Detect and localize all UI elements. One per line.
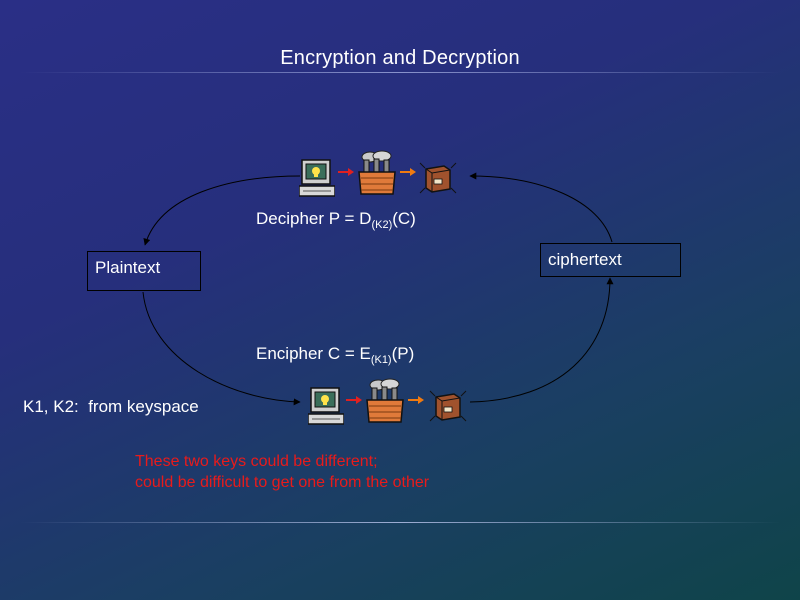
- plaintext-label: Plaintext: [95, 258, 161, 277]
- box-icon: [429, 390, 467, 422]
- title-divider: [20, 72, 780, 73]
- box-icon: [419, 162, 457, 194]
- decipher-formula: Decipher P = D(K2)(C): [256, 209, 416, 231]
- ciphertext-box: ciphertext: [540, 243, 681, 277]
- encipher-arc-left: [142, 291, 301, 406]
- orange-arrow-icon: [408, 396, 424, 404]
- decipher-key-subscript: (K2): [371, 219, 393, 231]
- warning-line-2: could be difficult to get one from the o…: [135, 474, 430, 491]
- orange-arrow-icon: [400, 168, 416, 176]
- encipher-prefix: Encipher C = E: [256, 344, 371, 363]
- red-arrow-icon: [346, 396, 362, 404]
- factory-icon: [358, 150, 396, 195]
- bottom-divider: [20, 522, 780, 523]
- encipher-formula: Encipher C = E(K1)(P): [256, 344, 414, 366]
- red-arrow-icon: [338, 168, 354, 176]
- decipher-arc-right: [469, 172, 613, 243]
- decipher-suffix: (C): [392, 209, 416, 228]
- computer-icon: [308, 387, 344, 425]
- decipher-arc-left: [143, 175, 301, 246]
- encipher-suffix: (P): [391, 344, 415, 363]
- factory-icon: [366, 378, 404, 423]
- computer-icon: [299, 159, 335, 197]
- warning-line-1: These two keys could be different;: [135, 453, 378, 470]
- keyspace-note: K1, K2: from keyspace: [23, 397, 199, 416]
- plaintext-box: Plaintext: [87, 251, 201, 291]
- encipher-key-subscript: (K1): [370, 354, 392, 366]
- encipher-arc-right: [469, 277, 614, 403]
- ciphertext-label: ciphertext: [548, 250, 622, 269]
- decipher-prefix: Decipher P = D: [256, 209, 372, 228]
- warning-note: These two keys could be different; could…: [135, 451, 429, 493]
- slide-title: Encryption and Decryption: [280, 47, 520, 69]
